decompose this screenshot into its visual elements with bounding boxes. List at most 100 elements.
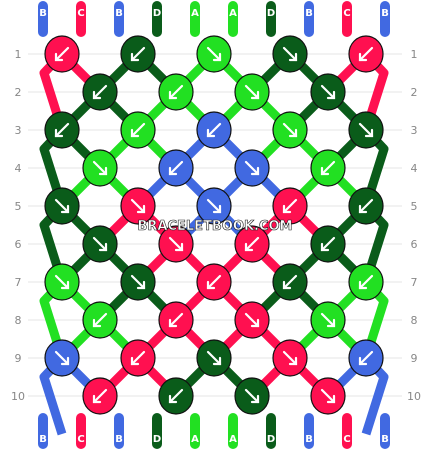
knot-grid: [44, 35, 384, 415]
knot: [348, 263, 384, 301]
knot: [272, 187, 308, 225]
knot: [196, 339, 232, 377]
knot: [196, 187, 232, 225]
knot: [158, 225, 194, 263]
knot-arrow-icon: [282, 350, 298, 366]
knot: [234, 149, 270, 187]
knot-arrowhead-icon: [130, 128, 140, 138]
row-label-left: 8: [15, 314, 22, 327]
strand-top-label: B: [39, 8, 47, 19]
knot: [158, 301, 194, 339]
knot-arrow-icon: [130, 122, 146, 138]
knot-arrow-icon: [244, 84, 260, 100]
row-label-left: 10: [11, 390, 25, 403]
knot-arrow-icon: [244, 236, 260, 252]
knot-arrow-icon: [244, 312, 260, 328]
knot-arrowhead-icon: [326, 318, 336, 328]
knot-arrowhead-icon: [168, 318, 178, 328]
knot-arrowhead-icon: [168, 166, 178, 176]
knot: [44, 35, 80, 73]
knot-arrowhead-icon: [54, 128, 64, 138]
knot-arrowhead-icon: [244, 242, 254, 252]
knot-arrow-icon: [320, 84, 336, 100]
row-label-left: 7: [15, 276, 22, 289]
knot: [158, 149, 194, 187]
knot: [310, 225, 346, 263]
knot-arrow-icon: [282, 198, 298, 214]
knot-arrowhead-icon: [174, 242, 184, 252]
knot-arrowhead-icon: [212, 204, 222, 214]
row-label-right: 4: [411, 162, 418, 175]
knot-arrow-icon: [54, 350, 70, 366]
knot-arrow-icon: [168, 84, 184, 100]
knot: [310, 73, 346, 111]
strand-top-label: B: [381, 8, 389, 19]
row-label-left: 5: [15, 200, 22, 213]
knot-arrowhead-icon: [288, 128, 298, 138]
knot-arrow-icon: [206, 350, 222, 366]
knot-arrow-icon: [168, 388, 184, 404]
knot-arrowhead-icon: [130, 52, 140, 62]
knot-arrow-icon: [130, 350, 146, 366]
knot-arrowhead-icon: [212, 356, 222, 366]
knot-arrow-icon: [168, 312, 184, 328]
knot-arrow-icon: [320, 160, 336, 176]
knot: [272, 263, 308, 301]
strand-bottom-label: B: [115, 434, 123, 445]
knot: [348, 35, 384, 73]
knot-arrow-icon: [92, 388, 108, 404]
knot-arrowhead-icon: [358, 356, 368, 366]
knot: [120, 339, 156, 377]
knot-arrowhead-icon: [54, 52, 64, 62]
knot-arrowhead-icon: [358, 280, 368, 290]
strand-bottom-label: B: [305, 434, 313, 445]
knot-arrowhead-icon: [326, 90, 336, 100]
knot-arrow-icon: [358, 350, 374, 366]
knot: [272, 111, 308, 149]
knot-arrow-icon: [358, 274, 374, 290]
knot-arrowhead-icon: [168, 90, 178, 100]
strand-bottom-label: C: [343, 434, 350, 445]
knot-arrowhead-icon: [250, 166, 260, 176]
knot-arrow-icon: [130, 274, 146, 290]
knot-arrow-icon: [206, 46, 222, 62]
strand-top-label: B: [305, 8, 313, 19]
knot-arrow-icon: [320, 312, 336, 328]
knot-arrowhead-icon: [92, 394, 102, 404]
knot: [272, 35, 308, 73]
knot-arrow-icon: [92, 312, 108, 328]
knot-arrowhead-icon: [60, 356, 70, 366]
knot-arrow-icon: [282, 274, 298, 290]
knot-arrowhead-icon: [206, 128, 216, 138]
knot: [196, 111, 232, 149]
knot-arrowhead-icon: [60, 280, 70, 290]
strand-bottom-label: B: [39, 434, 47, 445]
strand-bottom-label: D: [153, 434, 161, 445]
knot-arrowhead-icon: [92, 318, 102, 328]
knot: [234, 301, 270, 339]
knot-arrowhead-icon: [320, 166, 330, 176]
row-label-right: 10: [407, 390, 421, 403]
knot-arrow-icon: [206, 122, 222, 138]
knot-arrow-icon: [206, 198, 222, 214]
knot-arrow-icon: [54, 198, 70, 214]
knot-arrow-icon: [282, 122, 298, 138]
knot-arrow-icon: [320, 388, 336, 404]
knot: [82, 149, 118, 187]
knot-arrowhead-icon: [136, 204, 146, 214]
knot-arrow-icon: [206, 274, 222, 290]
strand-bottom-label: C: [77, 434, 84, 445]
knot-arrowhead-icon: [282, 204, 292, 214]
row-label-left: 6: [15, 238, 22, 251]
strand-top-label: C: [77, 8, 84, 19]
row-label-right: 5: [411, 200, 418, 213]
row-label-left: 2: [15, 86, 22, 99]
knot-arrow-icon: [130, 46, 146, 62]
knot-arrowhead-icon: [168, 394, 178, 404]
knot: [310, 149, 346, 187]
strand-bottom-label: A: [191, 434, 199, 445]
knot-arrowhead-icon: [358, 52, 368, 62]
knot: [44, 187, 80, 225]
